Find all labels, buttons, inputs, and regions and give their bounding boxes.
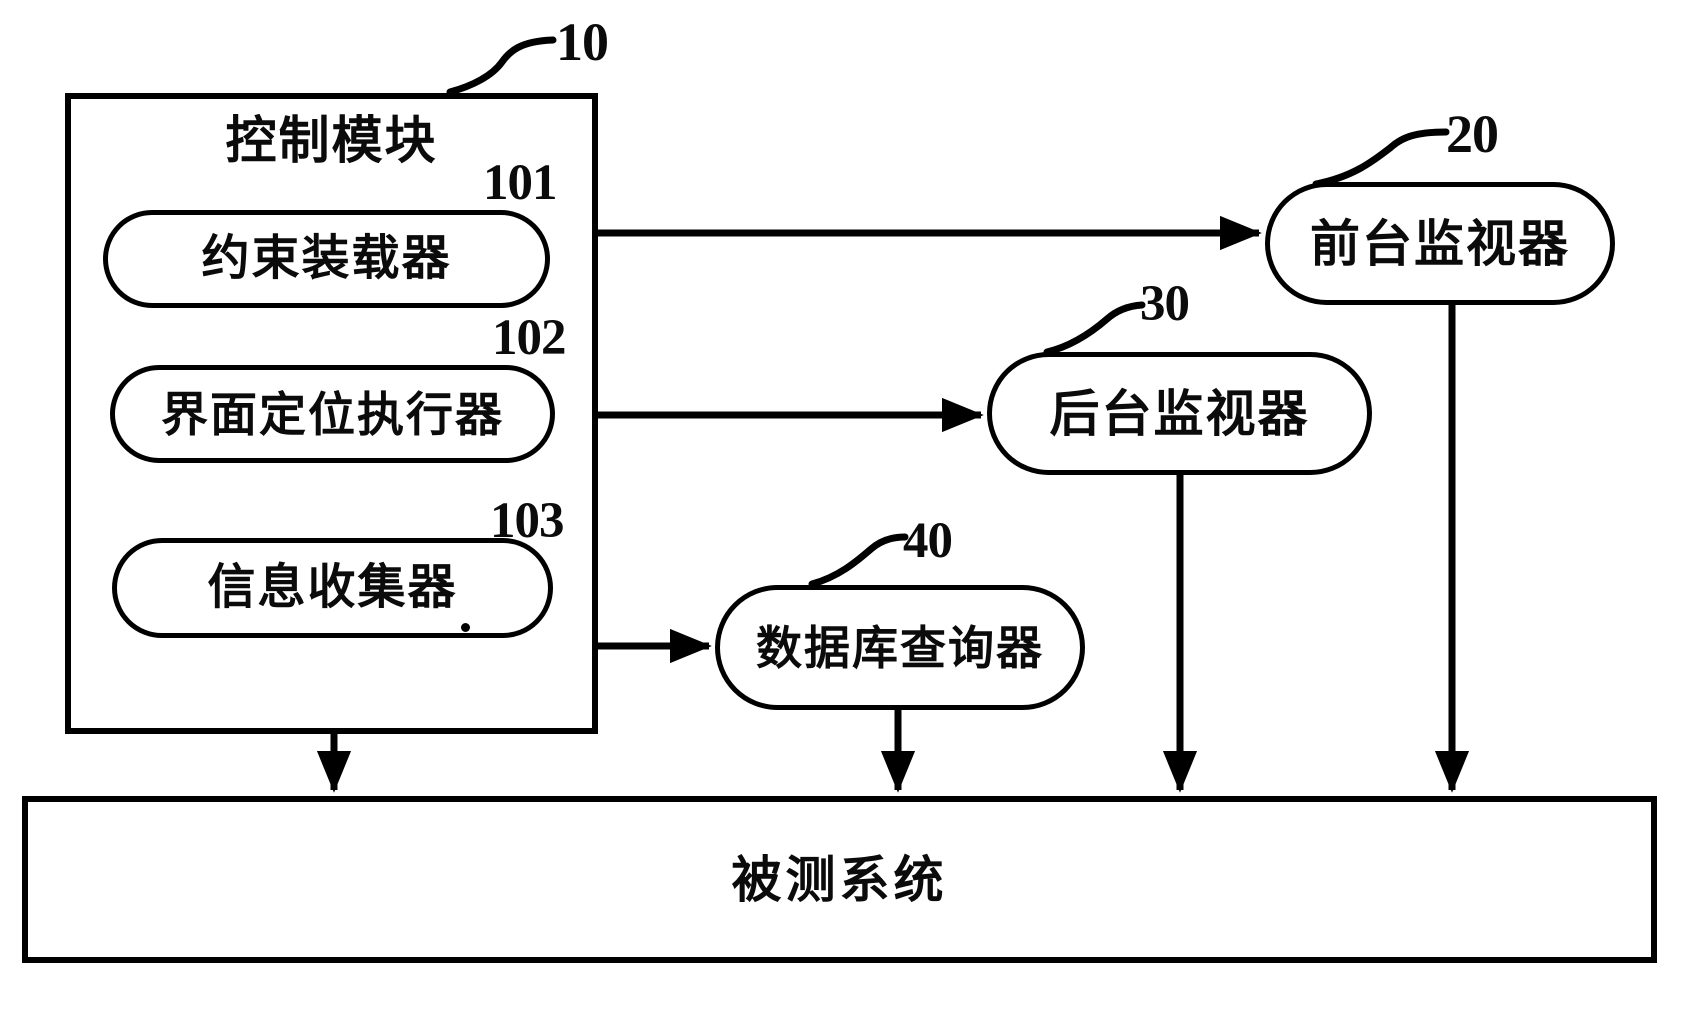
back-monitor-label: 后台监视器 <box>1049 385 1310 442</box>
info-collector-box: 信息收集器 <box>112 538 553 638</box>
front-monitor-box: 前台监视器 <box>1265 182 1615 305</box>
system-under-test-label: 被测系统 <box>731 851 948 908</box>
db-query-label: 数据库查询器 <box>756 621 1044 674</box>
ref-103: 103 <box>490 493 564 549</box>
leader-line-10 <box>446 36 557 96</box>
ui-locator-executor-label: 界面定位执行器 <box>161 387 504 441</box>
leader-line-20 <box>1312 128 1450 188</box>
control-module-title: 控制模块 <box>225 112 438 169</box>
constraint-loader-label: 约束装载器 <box>201 232 452 285</box>
leader-line-40 <box>808 533 909 588</box>
db-query-box: 数据库查询器 <box>715 585 1085 710</box>
back-monitor-box: 后台监视器 <box>987 352 1372 475</box>
ref-40: 40 <box>903 513 953 569</box>
constraint-loader-box: 约束装载器 <box>103 210 550 308</box>
artifact-dot <box>461 623 470 632</box>
leader-line-30 <box>1043 301 1146 356</box>
ref-10: 10 <box>556 12 609 72</box>
front-monitor-label: 前台监视器 <box>1310 215 1570 272</box>
system-under-test-box: 被测系统 <box>22 796 1657 963</box>
ref-20: 20 <box>1446 104 1499 164</box>
info-collector-label: 信息收集器 <box>207 561 458 614</box>
ref-101: 101 <box>483 155 557 211</box>
ref-102: 102 <box>492 310 566 366</box>
ui-locator-executor-box: 界面定位执行器 <box>110 365 555 463</box>
ref-30: 30 <box>1140 276 1190 332</box>
